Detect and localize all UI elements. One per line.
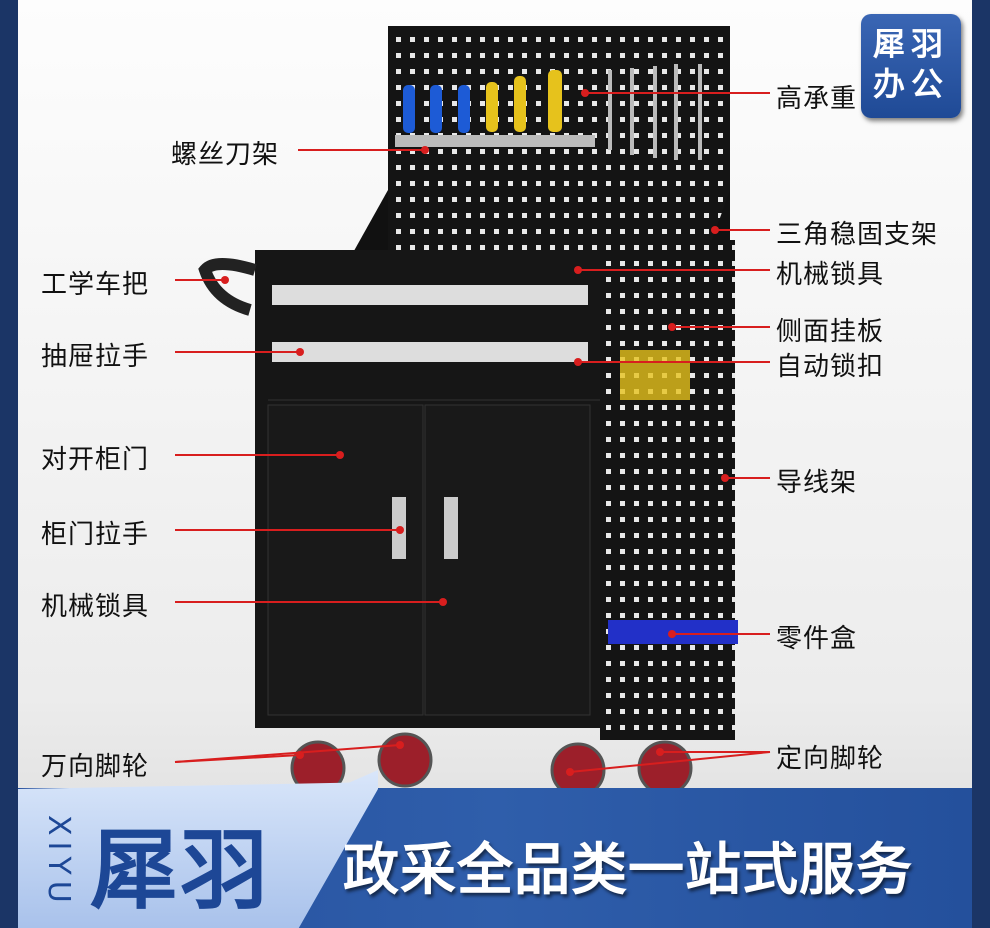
handle [198,258,257,316]
label-heavy-load: 高承重 [776,84,858,114]
label-parts-box: 零件盒 [776,624,858,654]
label-side-pegboard: 侧面挂板 [776,317,885,347]
label-mechanical-lock-left: 机械锁具 [41,592,150,622]
leader-lines [174,92,771,773]
label-cable-rack: 导线架 [776,468,858,498]
label-mechanical-lock-right: 机械锁具 [776,260,885,290]
label-drawer-handle: 抽屉拉手 [41,342,150,372]
label-door-handle: 柜门拉手 [41,520,150,550]
label-ergonomic-handle: 工学车把 [41,270,150,300]
logo-line-2: 办公 [872,65,949,103]
label-triangle-bracket: 三角稳固支架 [776,220,939,250]
right-door [424,404,591,716]
label-swivel-casters: 万向脚轮 [41,752,150,782]
brand-latin: XIYU [41,815,76,909]
label-double-doors: 对开柜门 [41,445,150,475]
drawer-handle-1 [272,285,588,305]
logo-line-1: 犀羽 [872,25,949,63]
label-fixed-casters: 定向脚轮 [776,744,885,774]
left-door [267,404,424,716]
tool-cabinet-illustration [174,26,771,798]
label-screwdriver-rack: 螺丝刀架 [171,140,280,170]
side-pegboard [600,240,735,740]
screwdriver-rack [395,70,595,147]
drawer-handle-2 [272,342,588,362]
brand-name: 犀羽 [90,819,271,922]
product-image: 螺丝刀架 工学车把 抽屉拉手 对开柜门 柜门拉手 机械锁具 万向脚轮 高承重 三… [18,0,972,928]
brand-logo-badge: 犀羽 办公 [861,14,961,118]
label-auto-latch: 自动锁扣 [776,352,885,382]
banner-slogan: 政采全品类一站式服务 [343,838,913,903]
